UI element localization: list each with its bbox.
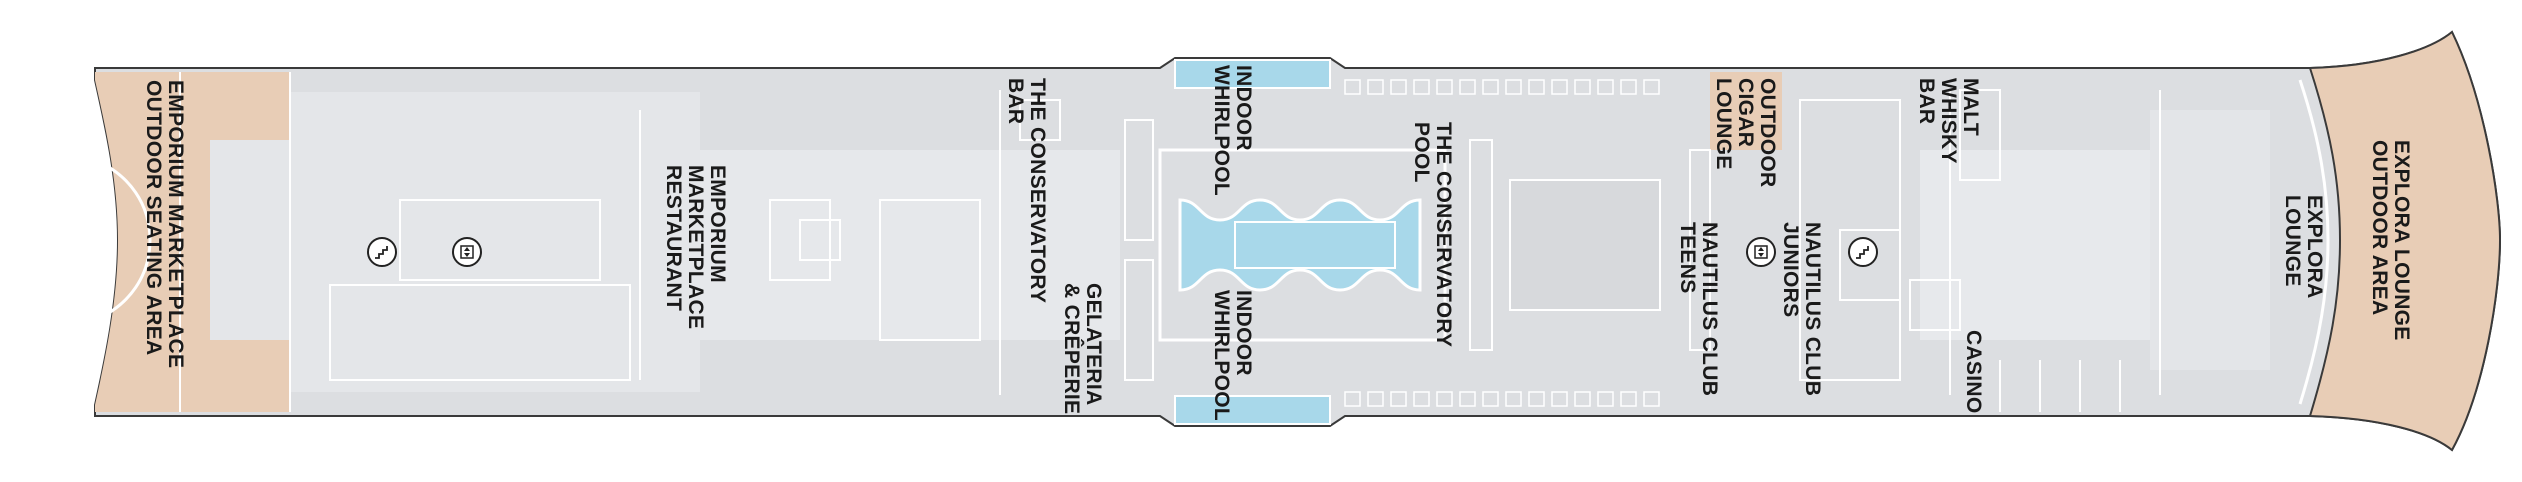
label-conservatory-bar: THE CONSERVATORY BAR — [1004, 78, 1049, 304]
conservatory-bar-area — [700, 150, 1120, 340]
label-gelateria: GELATERIA & CRÊPERIE — [1060, 283, 1105, 415]
window-rows — [1344, 79, 1660, 407]
wall-lines — [179, 72, 2161, 412]
label-indoor-whirlpool-top: INDOOR WHIRLPOOL — [1210, 65, 1255, 197]
elevator-icon — [452, 237, 482, 267]
stairs-icon — [1848, 237, 1878, 267]
label-explora-outdoor: EXPLORA LOUNGE OUTDOOR AREA — [2368, 140, 2413, 341]
explora-outdoor-area — [2308, 30, 2502, 452]
label-nautilus-juniors: NAUTILUS CLUB JUNIORS — [1779, 222, 1824, 397]
explora-lounge-area — [2150, 110, 2270, 370]
label-outdoor-cigar-lounge: OUTDOOR CIGAR LOUNGE — [1712, 78, 1779, 188]
whirlpool-bottom — [1174, 395, 1331, 425]
label-emporium-restaurant: EMPORIUM MARKETPLACE RESTAURANT — [662, 165, 729, 330]
label-indoor-whirlpool-bottom: INDOOR WHIRLPOOL — [1210, 290, 1255, 422]
emporium-outdoor-inner — [210, 140, 290, 340]
label-emporium-outdoor: EMPORIUM MARKETPLACE OUTDOOR SEATING ARE… — [142, 80, 187, 369]
nautilus-room — [1509, 179, 1661, 311]
casino-area — [1920, 150, 2150, 340]
elevator-icon — [1746, 237, 1776, 267]
stairs-icon — [367, 237, 397, 267]
label-conservatory-pool: THE CONSERVATORY POOL — [1410, 122, 1455, 348]
label-nautilus-teens: NAUTILUS CLUB TEENS — [1676, 222, 1721, 397]
whirlpool-top — [1174, 59, 1331, 89]
cigar-lounge-area — [1710, 72, 1782, 150]
label-casino: CASINO — [1962, 330, 1985, 414]
label-malt-whisky-bar: MALT WHISKY BAR — [1915, 78, 1982, 164]
label-explora-lounge: EXPLORA LOUNGE — [2281, 195, 2326, 299]
